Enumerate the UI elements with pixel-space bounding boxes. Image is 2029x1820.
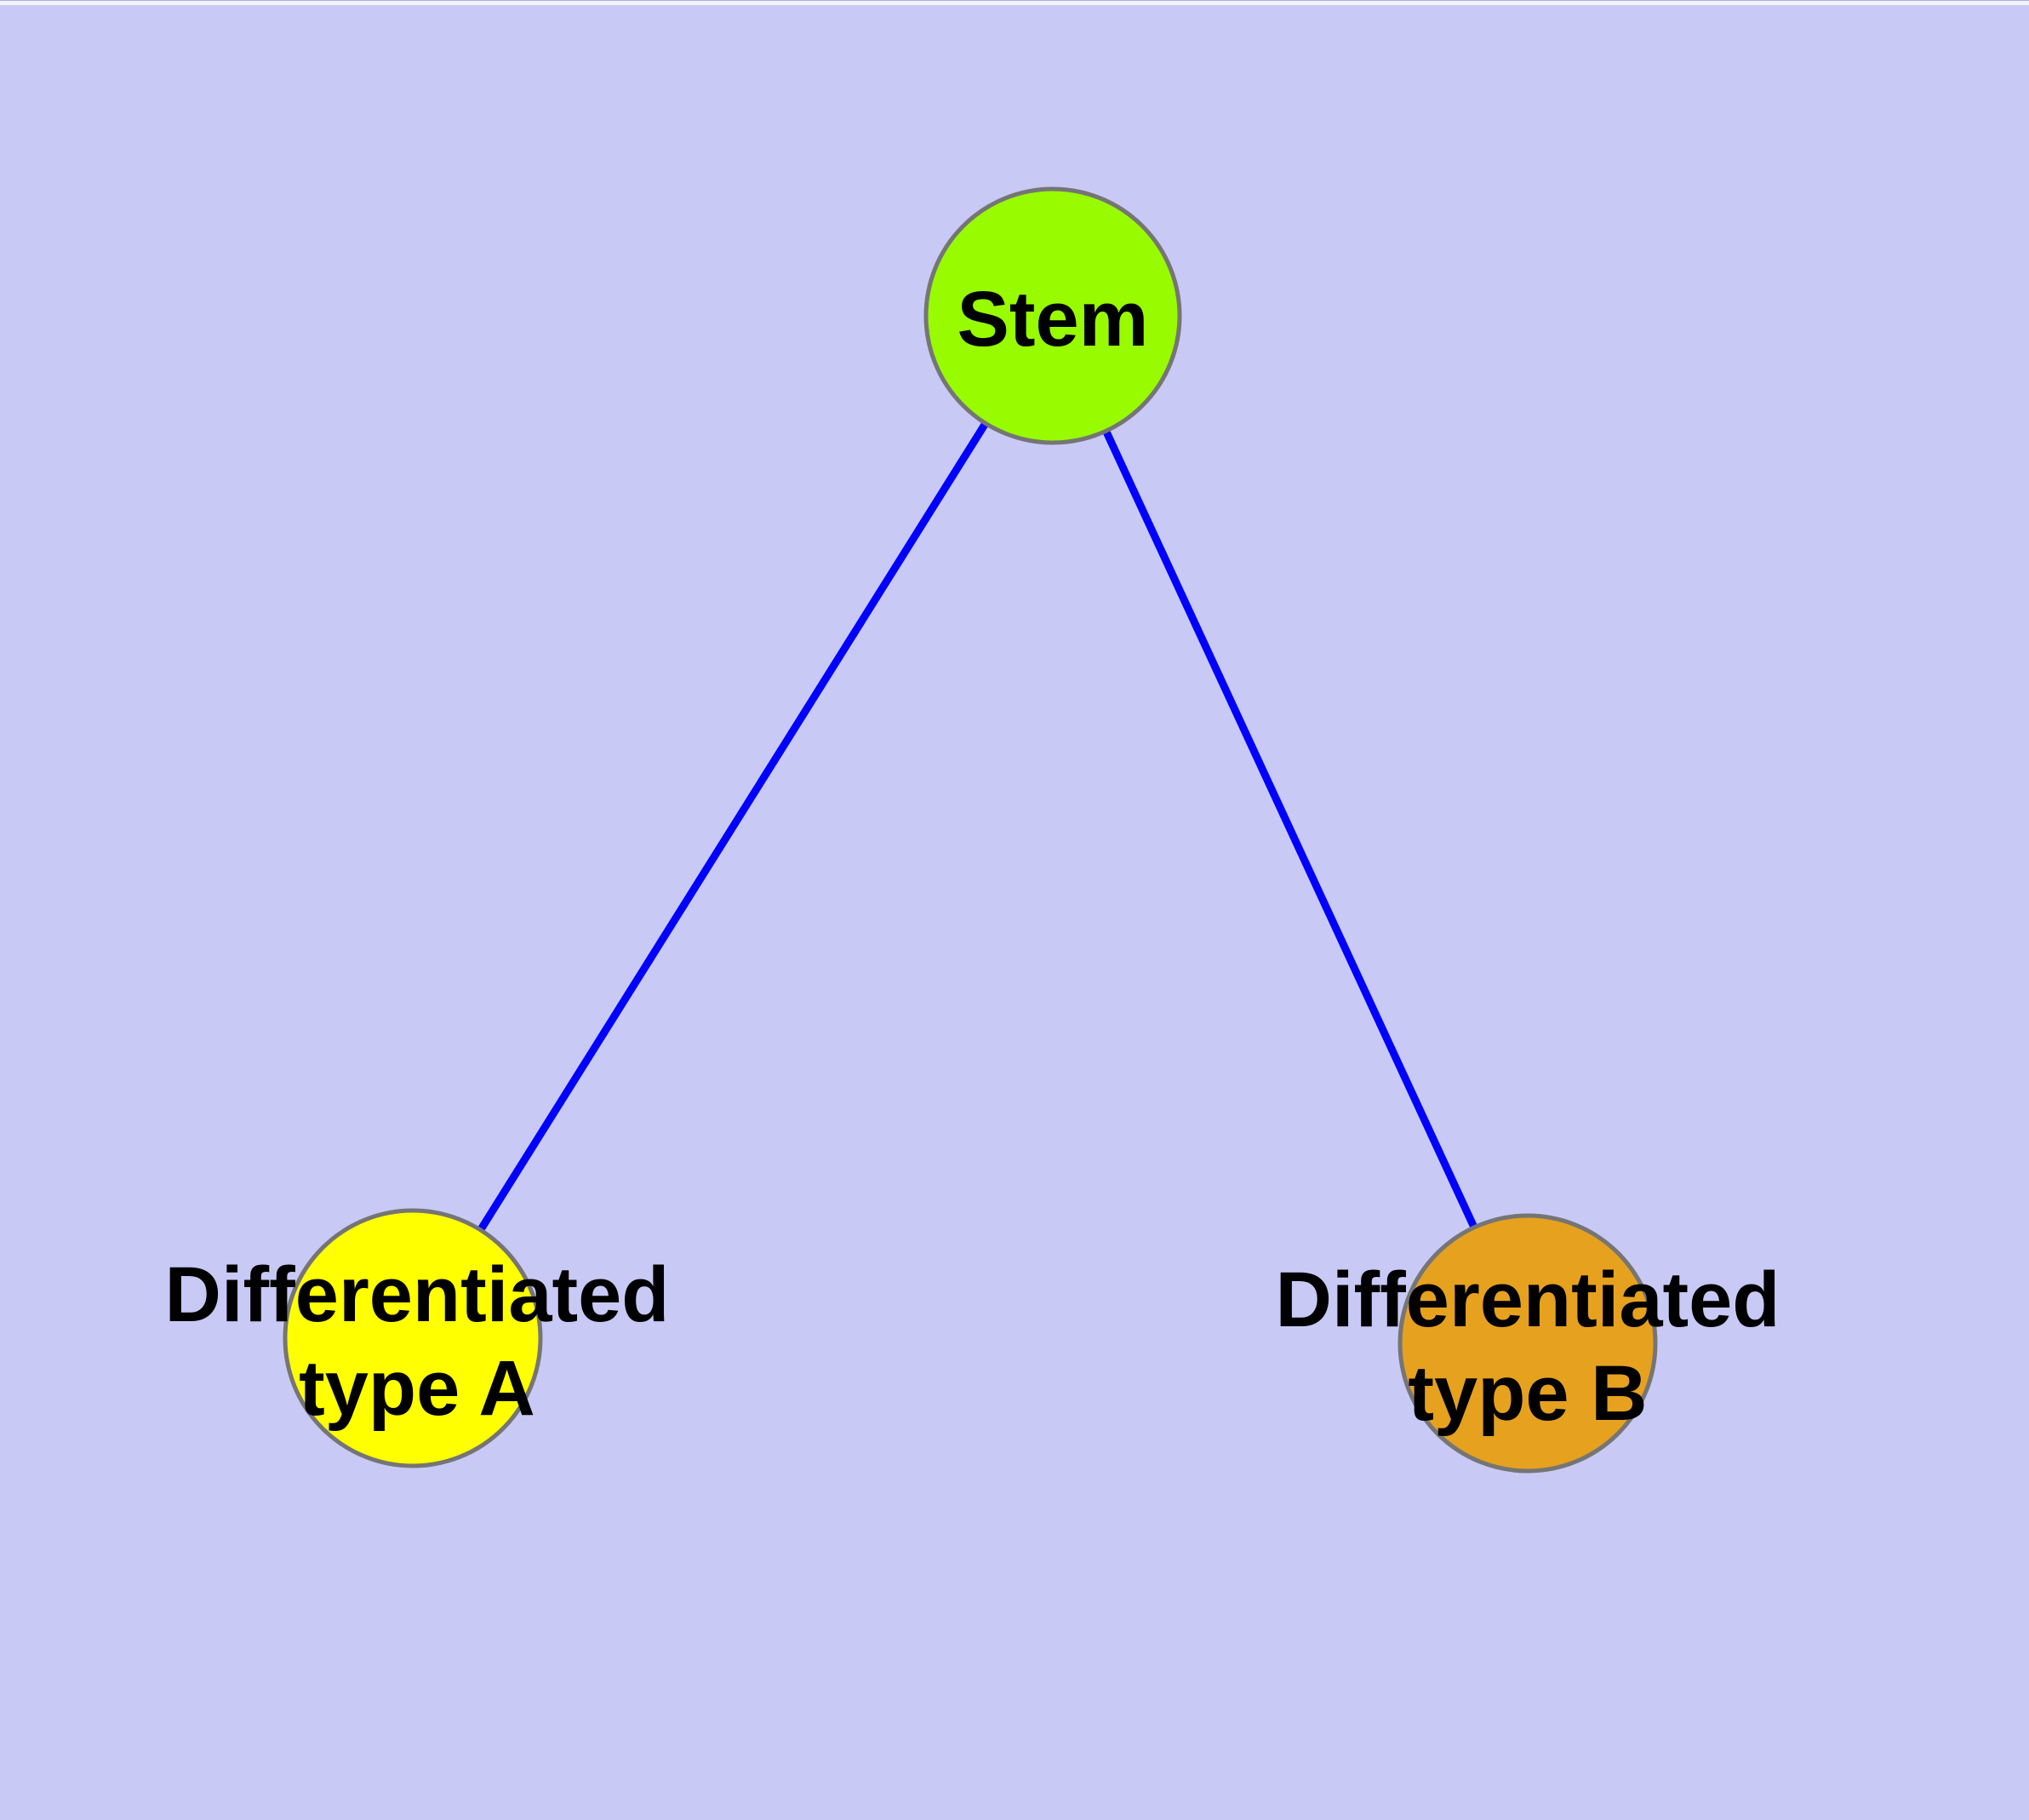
node-type-b-circle	[1397, 1213, 1658, 1474]
top-edge-strip	[0, 0, 2029, 5]
node-type-a-label-line2: type A	[299, 1345, 535, 1432]
node-type-a-label-line1: Differentiated	[164, 1251, 670, 1338]
node-type-a-label: Differentiated type A	[165, 1248, 670, 1435]
node-stem-label: Stem	[957, 272, 1149, 366]
node-type-a-circle	[283, 1208, 543, 1468]
edge-stem-to-type-b	[1049, 314, 1532, 1345]
node-type-b-label-line2: type B	[1408, 1350, 1648, 1437]
node-type-b-label-line1: Differentiated	[1275, 1256, 1780, 1343]
node-stem-label-text: Stem	[957, 276, 1149, 363]
edge-stem-to-type-a	[409, 313, 1056, 1341]
node-type-b-label: Differentiated type B	[1276, 1253, 1780, 1440]
node-stem-circle	[923, 186, 1182, 445]
